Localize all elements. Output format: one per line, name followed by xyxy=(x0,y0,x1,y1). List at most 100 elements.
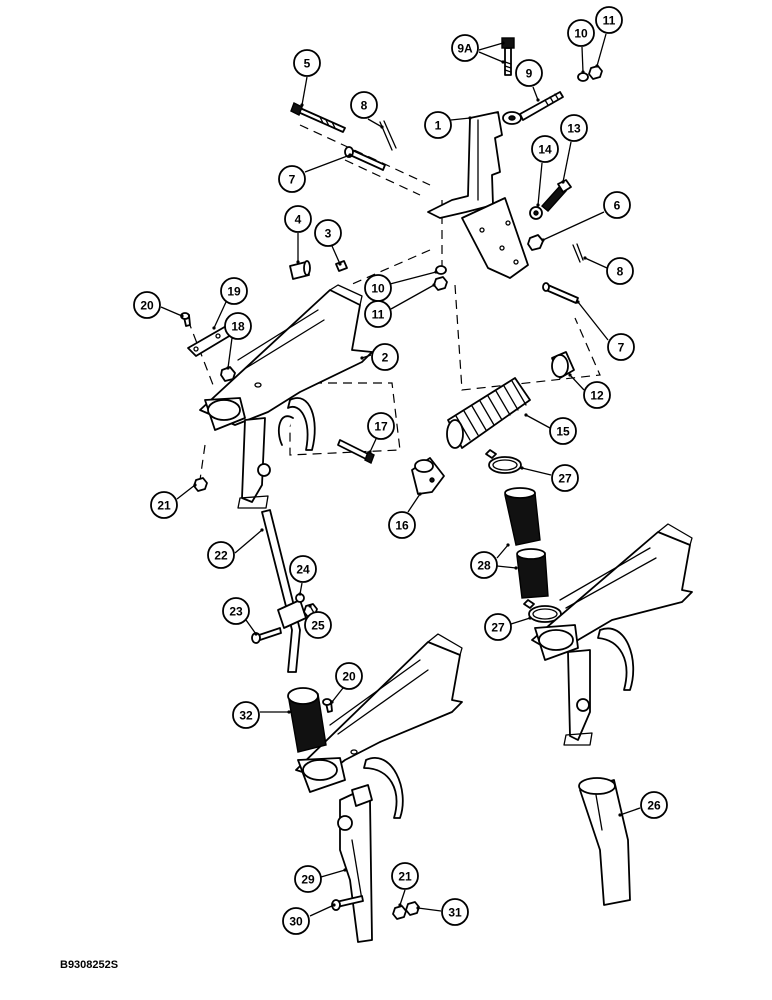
callout-circle xyxy=(282,907,310,935)
callout-circle xyxy=(335,662,363,690)
adapter-16 xyxy=(411,457,445,495)
callout-leader-end xyxy=(501,41,505,45)
callout-leader-end xyxy=(287,710,291,714)
mounting-bracket-part xyxy=(427,111,529,279)
callout-circle xyxy=(350,91,378,119)
nut-6 xyxy=(527,234,544,251)
callout-leader-end xyxy=(561,180,565,184)
callout-label: 28 xyxy=(477,559,491,573)
clip-3 xyxy=(335,260,348,272)
callout-circle xyxy=(388,511,416,539)
drawing-number: B9308252S xyxy=(60,959,118,971)
callout-label: 22 xyxy=(214,549,228,563)
callout-leader-end xyxy=(581,70,585,74)
callout-leader-line xyxy=(581,46,584,73)
screw-20-lower xyxy=(322,698,333,713)
callout-29: 29 xyxy=(294,865,347,893)
callout-leader-line xyxy=(399,889,406,906)
callout-circle xyxy=(451,34,479,62)
callout-label: 24 xyxy=(296,563,310,577)
callout-leader-end xyxy=(360,356,364,360)
callout-label: 8 xyxy=(361,99,368,113)
callout-25: 25 xyxy=(304,604,332,639)
callout-circle xyxy=(220,277,248,305)
callout-circle xyxy=(424,111,452,139)
callout-circle xyxy=(207,541,235,569)
callout-16: 16 xyxy=(388,492,422,539)
callout-leader-end xyxy=(254,632,258,636)
callout-5: 5 xyxy=(293,49,321,107)
clevis-pin-7-lower xyxy=(542,282,579,304)
callout-label: 10 xyxy=(574,27,588,41)
callout-9: 9 xyxy=(515,59,543,102)
callout-leader-line xyxy=(309,904,335,917)
rod-22 xyxy=(261,509,307,673)
callout-leader-end xyxy=(298,592,302,596)
callout-label: 21 xyxy=(398,870,412,884)
callout-layer: 123456778899A101011111213141516171819202… xyxy=(133,6,668,935)
callout-14: 14 xyxy=(531,135,559,207)
callout-leader-line xyxy=(331,687,344,703)
callout-leader-line xyxy=(304,154,351,173)
callout-22: 22 xyxy=(207,528,264,569)
callout-label: 20 xyxy=(342,670,356,684)
callout-label: 3 xyxy=(325,227,332,241)
callout-label: 1 xyxy=(435,119,442,133)
spring-hose-15 xyxy=(446,377,531,449)
callout-9A: 9A xyxy=(451,34,505,64)
hose-clamp-27-upper xyxy=(485,449,522,474)
callout-26: 26 xyxy=(618,791,668,819)
plug-12 xyxy=(551,351,575,379)
washer-10-upper xyxy=(577,72,589,82)
callout-8: 8 xyxy=(350,91,384,129)
nut-18 xyxy=(220,366,236,382)
callout-label: 30 xyxy=(289,915,303,929)
callout-circle xyxy=(515,59,543,87)
callout-leader-line xyxy=(537,162,543,206)
callout-circle xyxy=(293,49,321,77)
callout-leader-end xyxy=(501,60,505,64)
callout-leader-end xyxy=(434,270,438,274)
callout-circle xyxy=(150,491,178,519)
callout-32: 32 xyxy=(232,701,291,729)
callout-leader-end xyxy=(416,906,420,910)
callout-leader-end xyxy=(524,413,528,417)
callout-circle xyxy=(549,417,577,445)
callout-circle xyxy=(224,312,252,340)
callout-leader-end xyxy=(300,103,304,107)
callout-leader-line xyxy=(510,617,531,625)
callout-leader-line xyxy=(584,257,608,269)
callout-leader-line xyxy=(213,301,227,329)
cotter-pin-8-lower xyxy=(572,243,584,263)
callout-leader-end xyxy=(618,813,622,817)
callout-21: 21 xyxy=(391,862,419,907)
boot-tube-26 xyxy=(578,777,631,906)
cotter-pin-8-upper xyxy=(379,120,397,151)
callout-circle xyxy=(314,219,342,247)
callout-leader-end xyxy=(583,256,587,260)
callout-20: 20 xyxy=(133,291,184,319)
callout-leader-line xyxy=(299,582,303,595)
nut-31 xyxy=(405,901,420,916)
callout-2: 2 xyxy=(360,343,399,371)
bolt-13 xyxy=(540,179,572,212)
callout-10: 10 xyxy=(364,270,438,302)
eyebolt-9 xyxy=(502,91,564,125)
callout-30: 30 xyxy=(282,903,336,935)
callout-leader-end xyxy=(568,373,572,377)
callout-leader-line xyxy=(532,86,539,101)
callout-leader-line xyxy=(478,42,504,51)
callout-label: 23 xyxy=(229,605,243,619)
callout-label: 13 xyxy=(567,122,581,136)
callout-27: 27 xyxy=(520,464,579,492)
callout-leader-end xyxy=(528,616,532,620)
screw-20-upper xyxy=(180,312,191,327)
callout-11: 11 xyxy=(595,6,623,68)
assembly-guide-lines xyxy=(187,124,601,481)
callout-circle xyxy=(289,555,317,583)
callout-leader-end xyxy=(541,238,545,242)
callout-leader-line xyxy=(521,467,552,476)
callout-leader-end xyxy=(418,492,422,496)
callout-7: 7 xyxy=(576,300,635,361)
callout-leader-line xyxy=(496,565,517,569)
